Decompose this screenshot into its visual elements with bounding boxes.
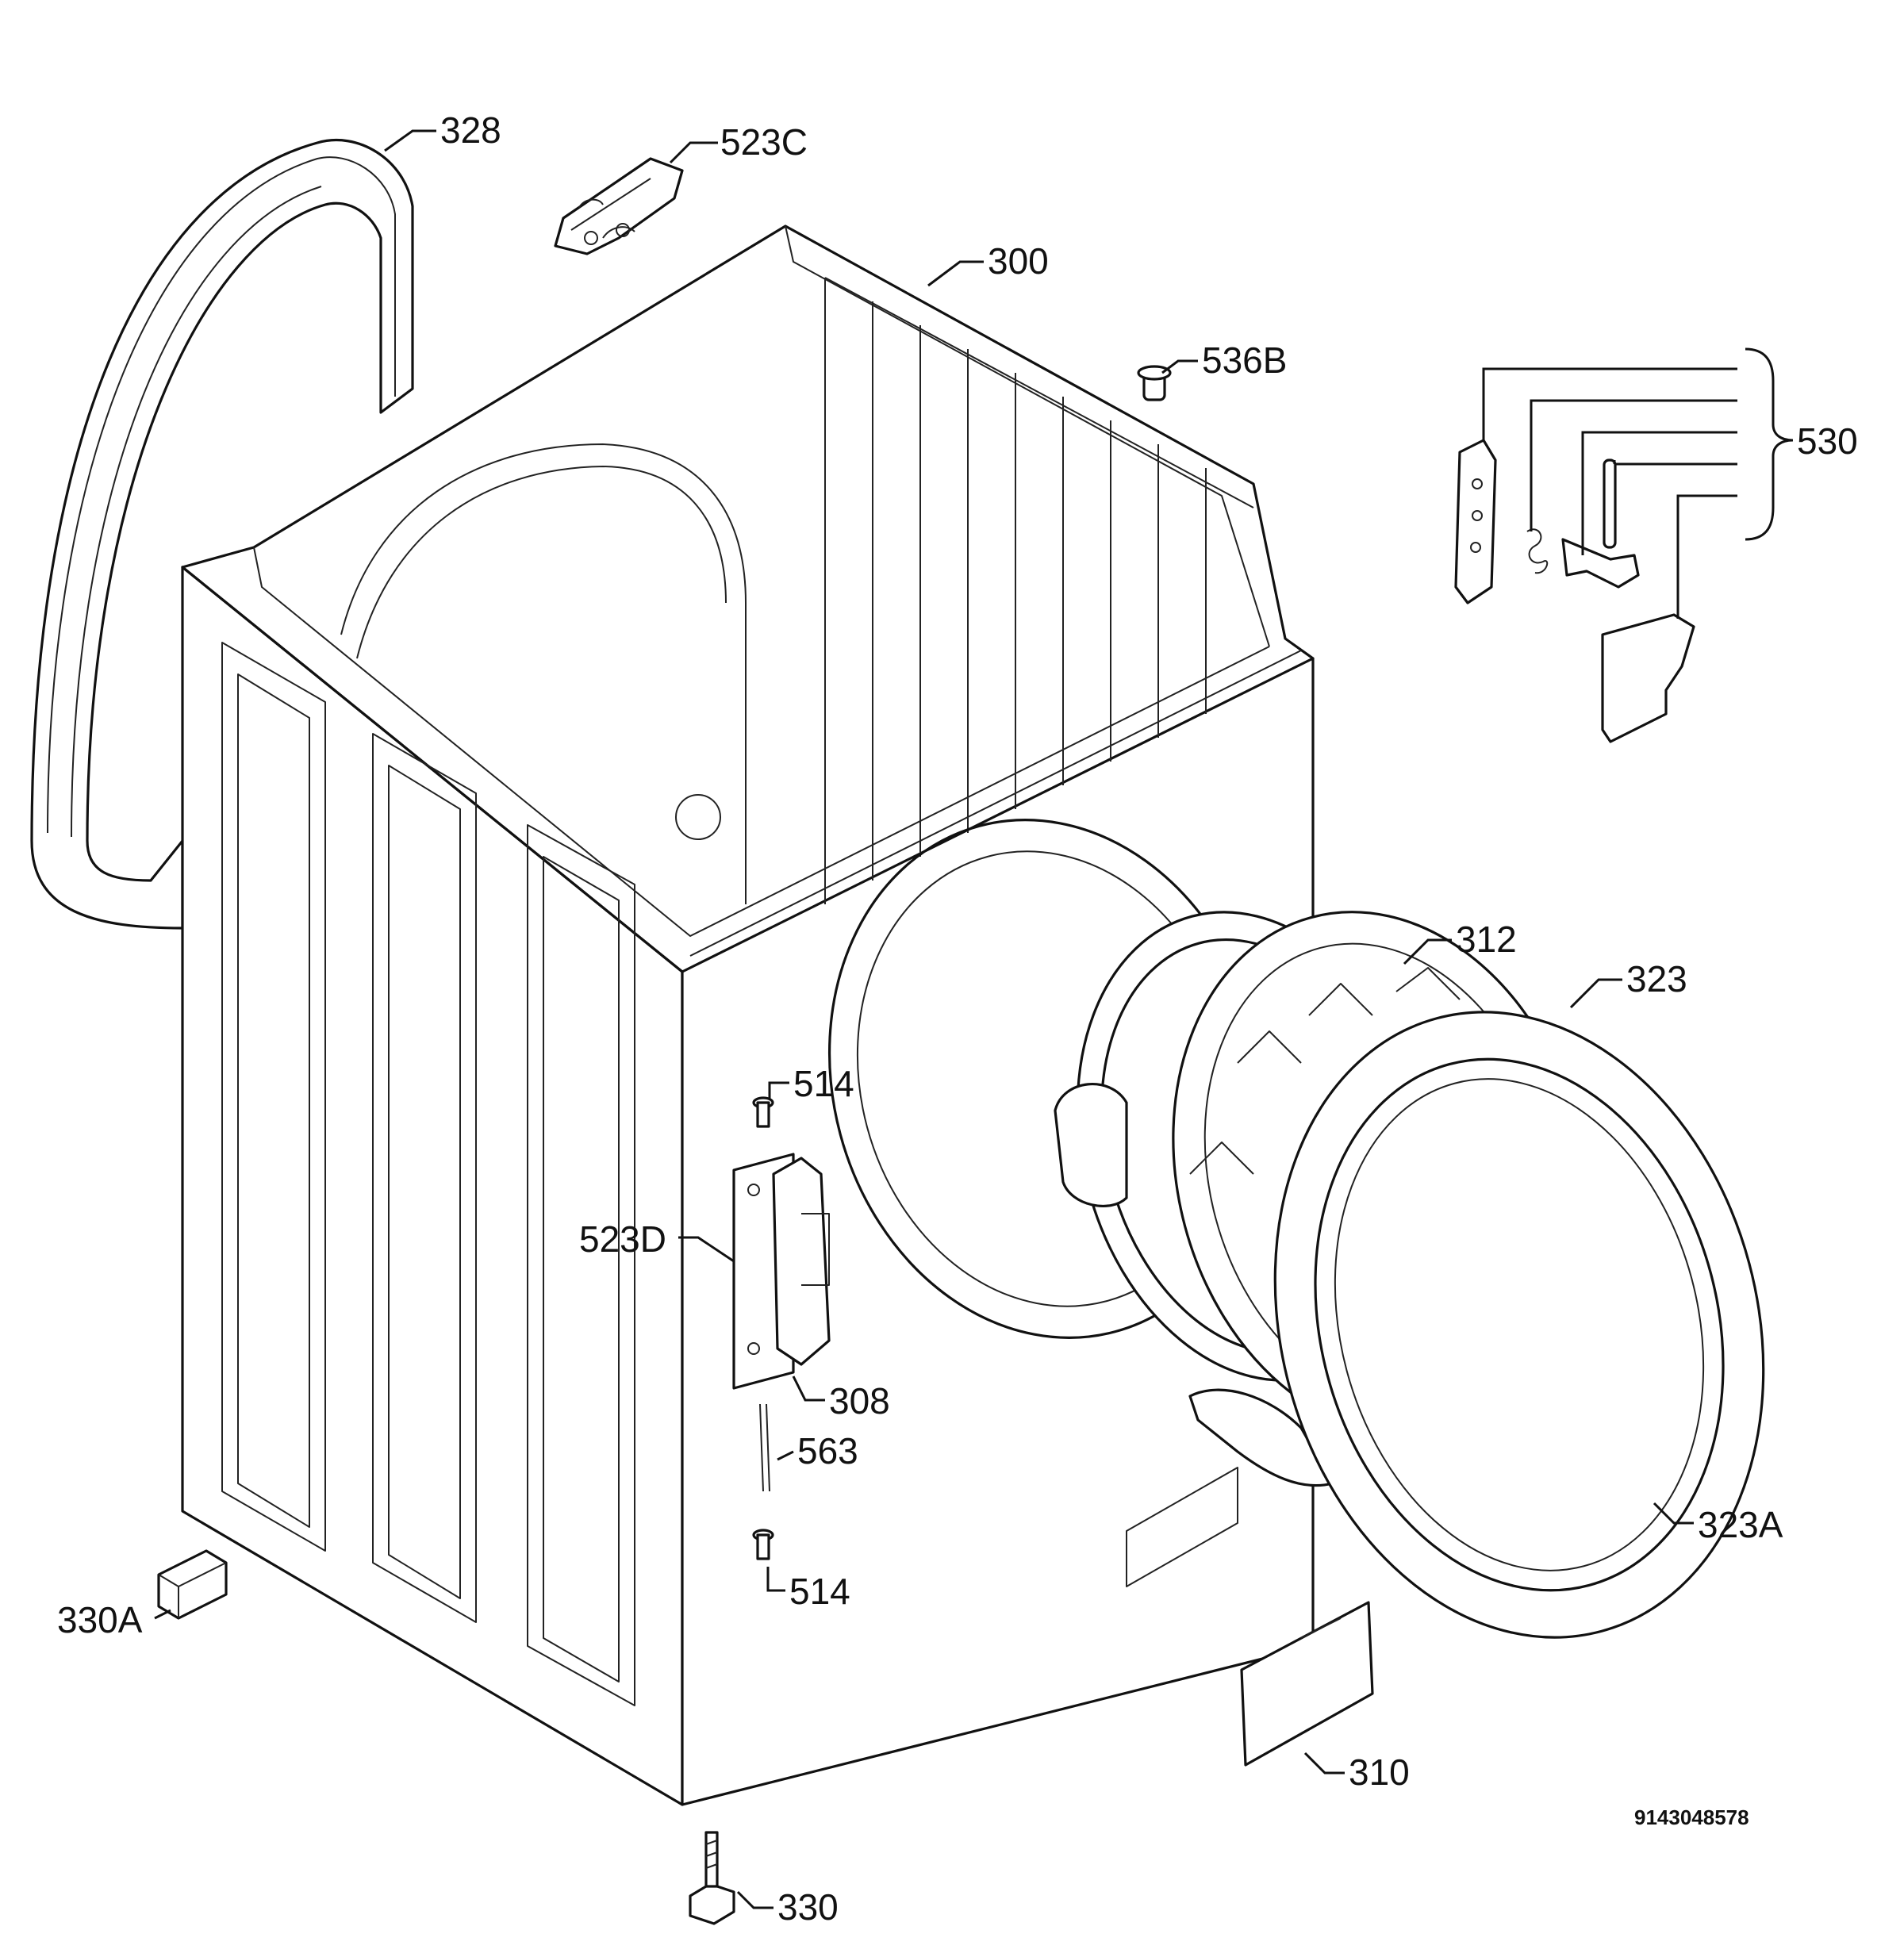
leader-330A — [154, 1609, 171, 1620]
leader-328 — [384, 129, 436, 152]
part-310-service-flap — [1240, 1601, 1374, 1767]
leader-lines — [154, 129, 1794, 1909]
document-number: 9143048578 — [1634, 1805, 1749, 1829]
label-536B: 536B — [1202, 340, 1287, 381]
label-330: 330 — [777, 1886, 839, 1928]
part-514-screw-bottom — [752, 1529, 774, 1560]
part-563-rod — [759, 1403, 770, 1492]
label-308: 308 — [829, 1380, 890, 1422]
leader-563 — [777, 1450, 794, 1461]
label-530: 530 — [1797, 420, 1858, 462]
leader-308 — [792, 1376, 825, 1402]
callout-labels: 328 523C 300 536B 530 312 323 514 523D 3… — [57, 109, 1858, 1928]
leader-300 — [927, 260, 984, 287]
part-323A-outer-door — [1273, 1011, 1765, 1639]
leader-514-bottom — [766, 1567, 785, 1592]
label-563: 563 — [797, 1430, 858, 1471]
leader-523D — [678, 1236, 735, 1263]
leader-312 — [1403, 938, 1452, 965]
leader-323A — [1653, 1502, 1694, 1525]
label-514-bottom: 514 — [789, 1571, 850, 1612]
leader-330 — [736, 1890, 774, 1909]
brace-530 — [1745, 347, 1794, 541]
label-523D: 523D — [579, 1218, 666, 1260]
leader-536B — [1161, 359, 1198, 374]
part-514-screw-top — [752, 1096, 774, 1128]
label-312: 312 — [1456, 919, 1517, 960]
part-330-foot — [689, 1831, 735, 1925]
part-523C-bracket — [554, 157, 684, 255]
part-536B-plug — [1137, 365, 1172, 401]
leader-530-lines — [1482, 367, 1737, 619]
leader-523C — [669, 141, 718, 164]
label-323: 323 — [1626, 958, 1687, 1000]
part-530-hinge-kit — [1454, 439, 1695, 743]
label-330A: 330A — [57, 1599, 143, 1640]
part-328-rear-cover — [30, 138, 414, 930]
label-323A: 323A — [1698, 1504, 1783, 1545]
leader-323 — [1569, 978, 1622, 1009]
label-514-top: 514 — [793, 1063, 854, 1104]
part-308-door-lock — [772, 1157, 831, 1366]
leader-514-top — [768, 1081, 789, 1099]
label-310: 310 — [1349, 1752, 1410, 1793]
label-328: 328 — [440, 109, 501, 151]
label-300: 300 — [988, 240, 1049, 282]
label-523C: 523C — [720, 121, 808, 163]
leader-310 — [1303, 1752, 1345, 1775]
part-330A-foot-cap — [157, 1549, 228, 1620]
